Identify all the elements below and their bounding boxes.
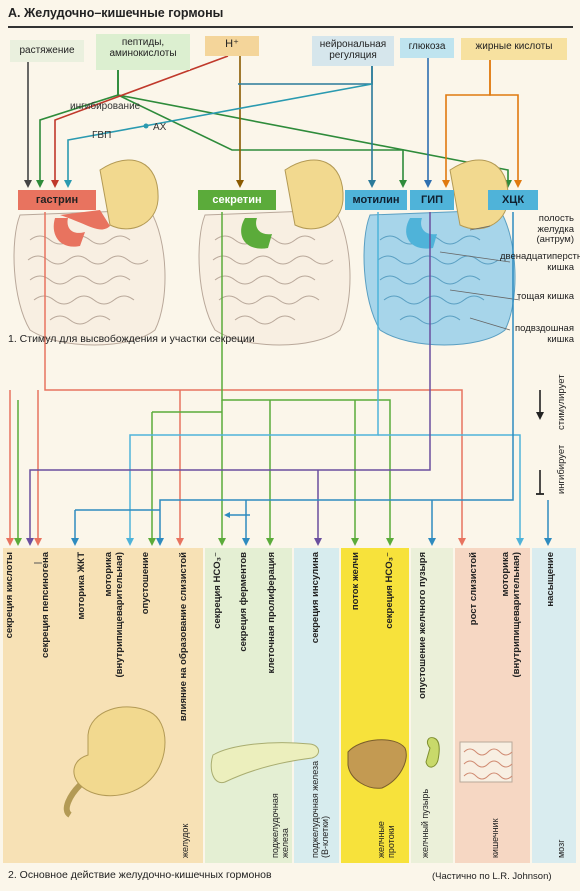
anatomy-secretin <box>198 159 351 346</box>
effect-pepsinogen-secretion: секреция пепсиногена <box>40 552 51 658</box>
effect-stomach-emptying: опустошение <box>140 552 151 615</box>
hormone-cck: ХЦК <box>488 190 538 210</box>
organ-gallbladder-illustration <box>425 737 440 768</box>
effect-arrowheads <box>6 512 552 546</box>
legend-arrows <box>536 390 544 495</box>
stomach-column <box>3 548 203 863</box>
effect-satiety: насыщение <box>545 552 556 607</box>
anatomy-pointers <box>439 225 521 331</box>
hormone-gip: ГИП <box>410 190 454 210</box>
effect-intestinal-motility: моторика (внутрипищеварительная) <box>500 552 522 678</box>
gvp-note: ГВП <box>92 130 112 141</box>
gallbladder-column <box>411 548 453 863</box>
organ-liver-illustration <box>347 739 407 789</box>
anatomy-motilin-gip-cck <box>363 159 516 346</box>
organ-label-gallbladder: желчный пузырь <box>420 788 430 858</box>
effect-lines <box>9 212 549 540</box>
bile-column <box>341 548 409 863</box>
anatomy-label-duodenum: двенадцатиперстная кишка <box>500 251 580 273</box>
effect-gi-motility: моторика ЖКТ <box>76 552 87 620</box>
organ-label-pancreas-b: поджелудочная железа (B-клетки) <box>310 760 330 858</box>
caption-stimulus: 1. Стимул для высвобождения и участки се… <box>8 333 255 345</box>
organ-label-brain: мозг <box>556 839 566 858</box>
anatomy-label-jejunum: тощая кишка <box>516 291 574 302</box>
effect-hco3-bile: секреция HCO₃⁻ <box>384 552 395 629</box>
stimulus-peptides: пептиды, аминокислоты <box>96 34 190 70</box>
ach-note: АХ <box>153 122 167 133</box>
organ-pancreas-illustration <box>210 742 319 784</box>
effect-enzyme-secretion: секреция ферментов <box>238 552 249 652</box>
hormone-motilin: мотилин <box>345 190 407 210</box>
pancreas-b-column <box>294 548 339 863</box>
page-title: А. Желудочно–кишечные гормоны <box>8 6 224 20</box>
anatomy-label-ileum: подвздошная кишка <box>515 323 574 345</box>
organ-intestine-illustration <box>459 741 513 783</box>
effect-mucosa-growth: рост слизистой <box>468 552 479 626</box>
stimulus-arrowheads <box>24 180 522 188</box>
stimulus-arrows <box>27 55 519 182</box>
effect-cell-proliferation: клеточная пролиферация <box>266 552 277 674</box>
credit: (Частично по L.R. Johnson) <box>432 871 552 882</box>
effect-digestive-motility: моторика (внутрипищеварительная) <box>103 552 125 678</box>
organ-label-stomach: желудок <box>180 823 190 858</box>
effect-hco3-pancreas: секреция HCO₃⁻ <box>212 552 223 629</box>
anatomy-label-antrum: полость желудка (антрум) <box>536 213 574 245</box>
organ-label-bile-ducts: желчные протоки <box>376 821 396 858</box>
legend-stimulates: стимулирует <box>556 374 567 430</box>
title-rule <box>8 26 573 28</box>
effect-acid-secretion: секреция кислоты <box>4 552 15 639</box>
organ-label-pancreas: поджелудочная железа <box>270 793 290 858</box>
anatomy-gastrin <box>13 159 166 346</box>
stimulus-neural: нейрональная регуляция <box>312 36 394 66</box>
organ-stomach-illustration <box>63 706 166 818</box>
effect-mucosa-formation: влияние на образование слизистой <box>178 552 189 722</box>
effect-gallbladder-emptying: опустошение желчного пузыря <box>417 552 428 699</box>
inhibition-note: ингибирование <box>70 101 141 112</box>
brain-column <box>532 548 576 863</box>
stimulus-fatty-acids: жирные кислоты <box>461 38 567 60</box>
effect-bile-flow: поток желчи <box>350 552 361 611</box>
intestine-column <box>455 548 530 863</box>
legend-inhibits: ингибирует <box>556 444 567 494</box>
hormone-secretin: секретин <box>198 190 276 210</box>
organ-label-intestine: кишечник <box>490 818 500 858</box>
effect-insulin-secretion: секреция инсулина <box>310 552 321 644</box>
pancreas-column <box>205 548 292 863</box>
stimulus-glucose: глюкоза <box>400 38 454 58</box>
stimulus-stretch: растяжение <box>10 40 84 62</box>
hormone-gastrin: гастрин <box>18 190 96 210</box>
caption-effects: 2. Основное действие желудочно-кишечных … <box>8 869 272 881</box>
stimulus-proton: H⁺ <box>205 36 259 56</box>
